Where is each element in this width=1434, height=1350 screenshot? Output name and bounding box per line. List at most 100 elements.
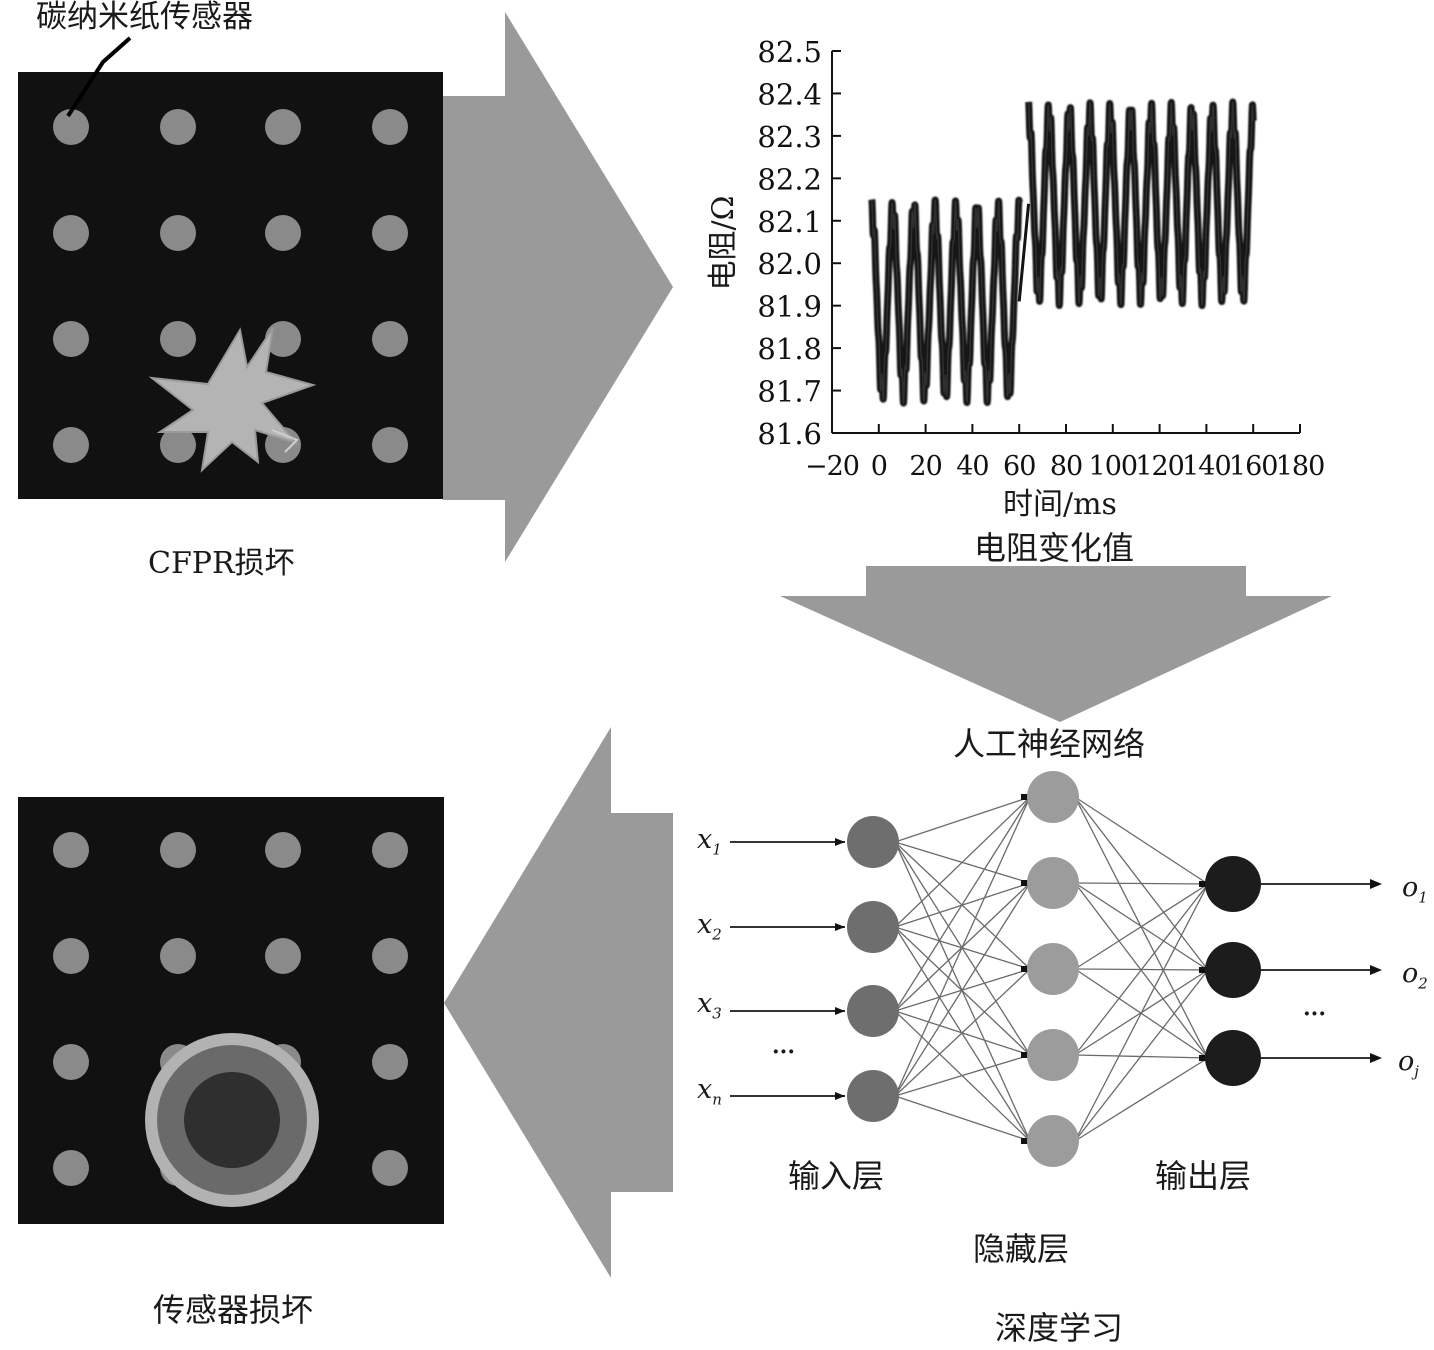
sensor-dot-3-1: [53, 1044, 89, 1080]
sensor-callout-line: [66, 36, 132, 118]
input-node-3: [847, 985, 899, 1037]
panel-a-sensor-grid: [53, 109, 408, 463]
sensor-dot-3-1: [53, 321, 89, 357]
input-ellipsis: ···: [772, 1039, 795, 1065]
y-tick-label-8: 82.4: [757, 77, 822, 111]
hidden-node-4: [1027, 1029, 1079, 1081]
edge-hid5-out2: [1074, 969, 1209, 1142]
arrow-left: [444, 727, 673, 1278]
edge-in3-hid1: [894, 796, 1031, 1012]
sensor-dot-2-1: [53, 938, 89, 974]
sensor-dot-2-4: [372, 215, 408, 251]
output-label-2-sub: 2: [1418, 974, 1428, 993]
damage-star: [148, 327, 317, 473]
sensor-dot-2-3: [265, 938, 301, 974]
y-tick-label-1: 81.7: [757, 375, 822, 409]
sensor-callout-label: 碳纳米纸传感器: [36, 0, 253, 35]
edge-in2-hid5: [894, 926, 1031, 1142]
resistance-signal-2-highlight: [1027, 100, 1254, 306]
y-tick-label-6: 82.2: [757, 162, 822, 196]
hidden-input-marker-3: [1021, 966, 1028, 972]
sensor-dot-2-1: [53, 215, 89, 251]
output-arrowhead-3: [1370, 1053, 1382, 1063]
chart-y-axis-label: 电阻/Ω: [706, 195, 741, 291]
hidden-node-2: [1027, 857, 1079, 909]
output-label-1-sub: 1: [1418, 888, 1428, 907]
edge-in4-hid3: [894, 968, 1031, 1097]
x-tick-label-9: 160: [1229, 451, 1278, 482]
x-tick-label-1: 0: [871, 451, 887, 482]
output-arrowhead-1: [1370, 879, 1382, 889]
input-label-2-sub: 2: [712, 925, 722, 944]
sensor-dot-1-3: [265, 832, 301, 868]
edge-hid5-out3: [1074, 1057, 1209, 1142]
x-tick-label-3: 40: [956, 451, 988, 482]
edge-in1-hid1: [894, 796, 1031, 843]
edge-in4-hid1: [894, 796, 1031, 1097]
hidden-node-3: [1027, 943, 1079, 995]
input-arrowhead-4: [835, 1092, 845, 1100]
input-layer-label: 输入层: [788, 1157, 885, 1195]
edge-hid1-out1: [1074, 796, 1209, 885]
output-node-1: [1205, 856, 1261, 912]
output-label-1-sym: o: [1402, 872, 1419, 903]
input-label-3-sub: 3: [712, 1004, 722, 1023]
edge-in4-hid5: [894, 1095, 1031, 1142]
input-node-4: [847, 1070, 899, 1122]
x-tick-label-6: 100: [1089, 451, 1138, 482]
output-ellipsis: ···: [1303, 1001, 1326, 1027]
sensor-dot-4-1: [53, 427, 89, 463]
edge-in4-hid4: [894, 1054, 1031, 1097]
output-input-marker-3: [1199, 1055, 1206, 1061]
sensor-damage-panel: [18, 797, 444, 1224]
edge-hid4-out1: [1074, 883, 1209, 1056]
output-input-marker-2: [1199, 967, 1206, 973]
flow-arrows: [443, 12, 1332, 1278]
y-tick-label-2: 81.8: [757, 332, 822, 366]
sensor-damage-caption: 传感器损坏: [153, 1291, 314, 1329]
input-arrowhead-3: [835, 1007, 845, 1015]
input-label-1-sub: 1: [712, 840, 722, 859]
output-label-j: oj: [1398, 1048, 1419, 1079]
edge-hid3-out1: [1074, 883, 1209, 970]
output-layer-label: 输出层: [1155, 1157, 1252, 1195]
edge-hid5-out1: [1074, 883, 1209, 1142]
hidden-input-marker-1: [1021, 794, 1028, 800]
hidden-input-marker-5: [1021, 1138, 1028, 1144]
resistance-signal-2: [1025, 98, 1257, 310]
sensor-dot-2-2: [160, 938, 196, 974]
hidden-input-marker-2: [1021, 880, 1028, 886]
resistance-step: [1017, 203, 1031, 302]
input-label-n-sym: x: [697, 1074, 713, 1105]
sensor-dot-2-4: [372, 938, 408, 974]
input-label-3-sym: x: [697, 988, 713, 1019]
x-tick-label-5: 80: [1050, 451, 1082, 482]
output-arrowhead-2: [1370, 965, 1382, 975]
sensor-dot-4-4: [372, 1150, 408, 1186]
sensor-dot-1-2: [160, 832, 196, 868]
arrow-down: [780, 566, 1332, 722]
input-label-1-sym: x: [697, 824, 713, 855]
resistance-signal-1-highlight: [871, 198, 1020, 406]
sensor-dot-1-3: [265, 109, 301, 145]
input-label-1: x1: [697, 826, 722, 857]
hidden-layer-label: 隐藏层: [973, 1230, 1070, 1268]
x-tick-label-4: 60: [1003, 451, 1035, 482]
sensor-dot-2-3: [265, 215, 301, 251]
input-arrowhead-2: [835, 923, 845, 931]
sensor-dot-3-4: [372, 1044, 408, 1080]
y-tick-label-9: 82.5: [757, 35, 822, 69]
output-label-2: o2: [1402, 960, 1428, 991]
sensor-dot-1-1: [53, 109, 89, 145]
y-tick-label-5: 82.1: [757, 205, 822, 239]
edge-hid1-out3: [1074, 796, 1209, 1059]
edge-in2-hid1: [894, 796, 1031, 928]
input-node-1: [847, 816, 899, 868]
ann-caption: 人工神经网络: [953, 725, 1146, 763]
sensor-dot-4-2: [160, 427, 196, 463]
cfrp-damage-caption: CFPR损坏: [148, 546, 295, 581]
hidden-node-5: [1027, 1115, 1079, 1167]
damage-crack: [271, 429, 299, 453]
